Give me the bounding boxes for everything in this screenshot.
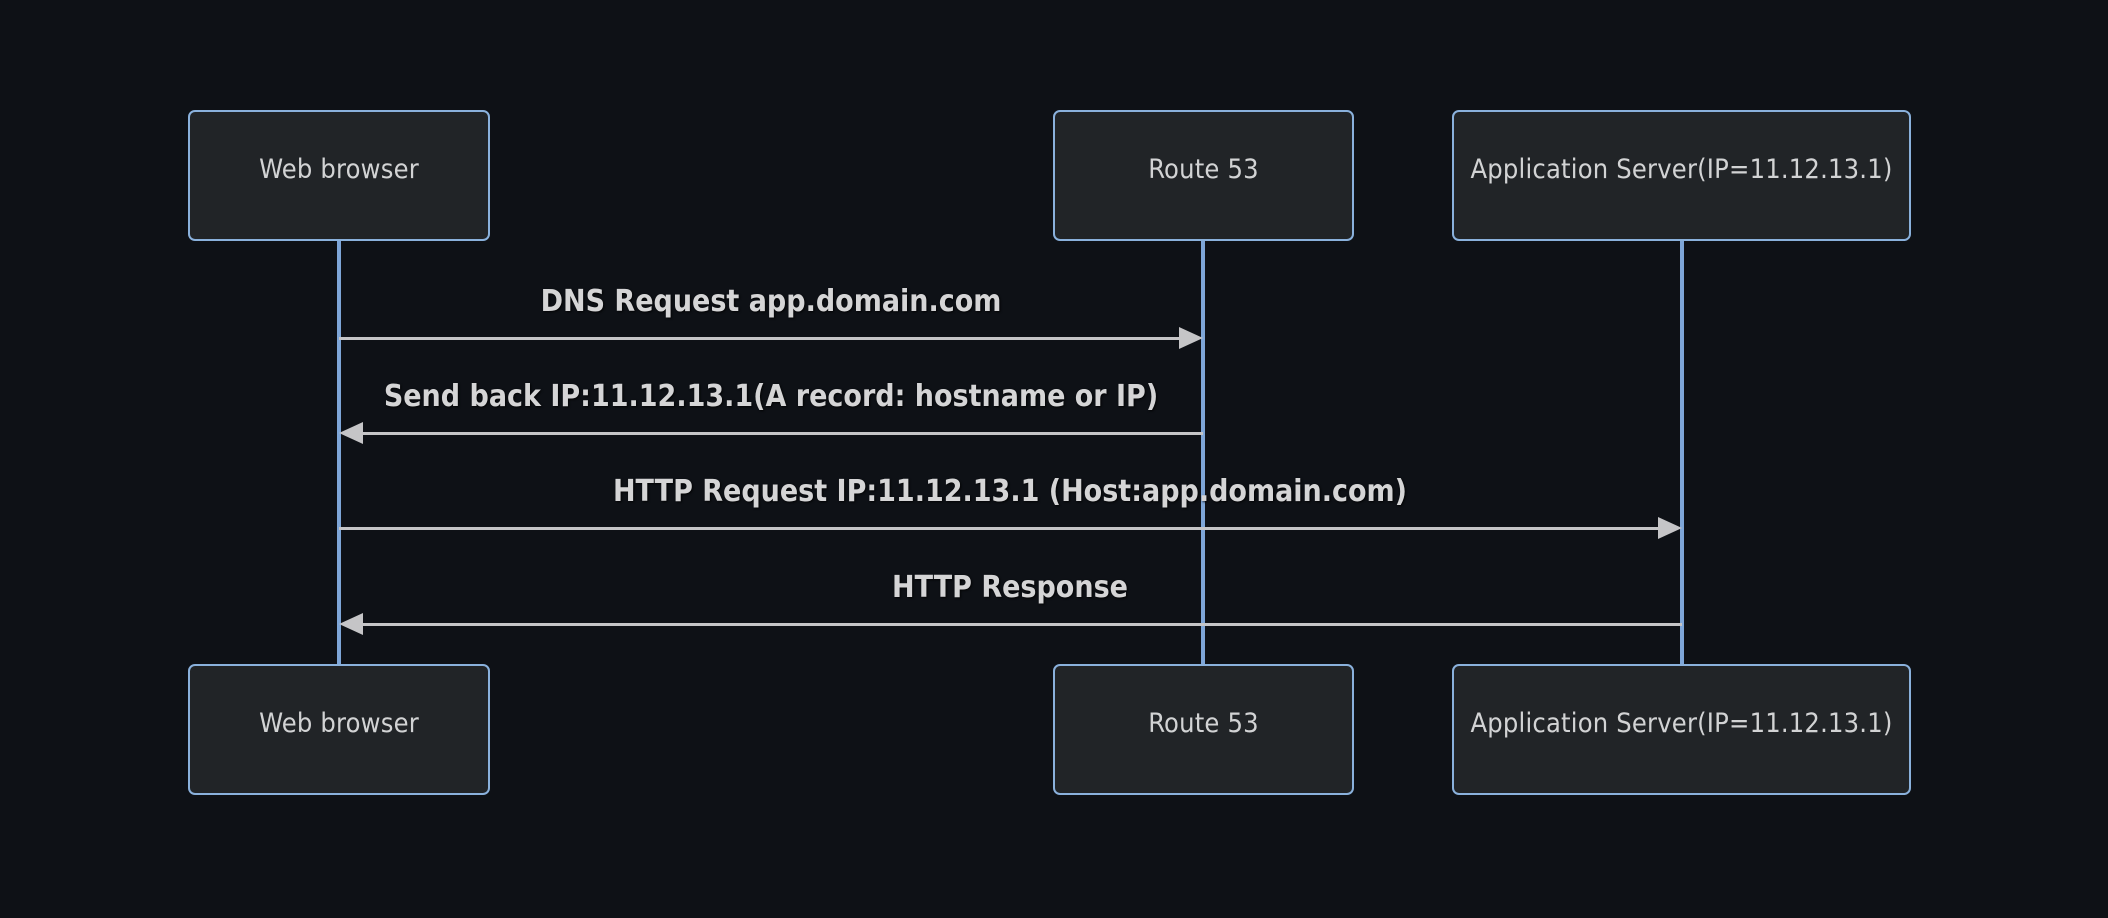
actor-bottom-app-server: Application Server(IP=11.12.13.1) [1452,664,1911,795]
actor-bottom-web-browser: Web browser [188,664,490,795]
actor-top-route-53: Route 53 [1053,110,1354,241]
actor-label: Web browser [259,154,419,185]
message-label: HTTP Response [892,570,1128,605]
arrowhead-right [1658,517,1682,539]
actor-label: Route 53 [1148,708,1259,739]
message-line [339,527,1662,530]
actor-top-app-server: Application Server(IP=11.12.13.1) [1452,110,1911,241]
message-line [359,623,1682,626]
lifeline-app-server [1680,241,1684,664]
lifeline-web-browser [337,241,341,664]
arrowhead-left [339,422,363,444]
actor-label: Application Server(IP=11.12.13.1) [1470,154,1893,185]
message-line [359,432,1203,435]
lifeline-route-53 [1201,241,1205,664]
arrowhead-left [339,613,363,635]
message-label: Send back IP:11.12.13.1(A record: hostna… [383,379,1159,414]
actor-bottom-route-53: Route 53 [1053,664,1354,795]
actor-top-web-browser: Web browser [188,110,490,241]
arrowhead-right [1179,327,1203,349]
actor-label: Route 53 [1148,154,1259,185]
actor-label: Web browser [259,708,419,739]
message-label: HTTP Request IP:11.12.13.1 (Host:app.dom… [612,474,1408,509]
actor-label: Application Server(IP=11.12.13.1) [1470,708,1893,739]
message-label: DNS Request app.domain.com [540,284,1002,319]
message-line [339,337,1185,340]
